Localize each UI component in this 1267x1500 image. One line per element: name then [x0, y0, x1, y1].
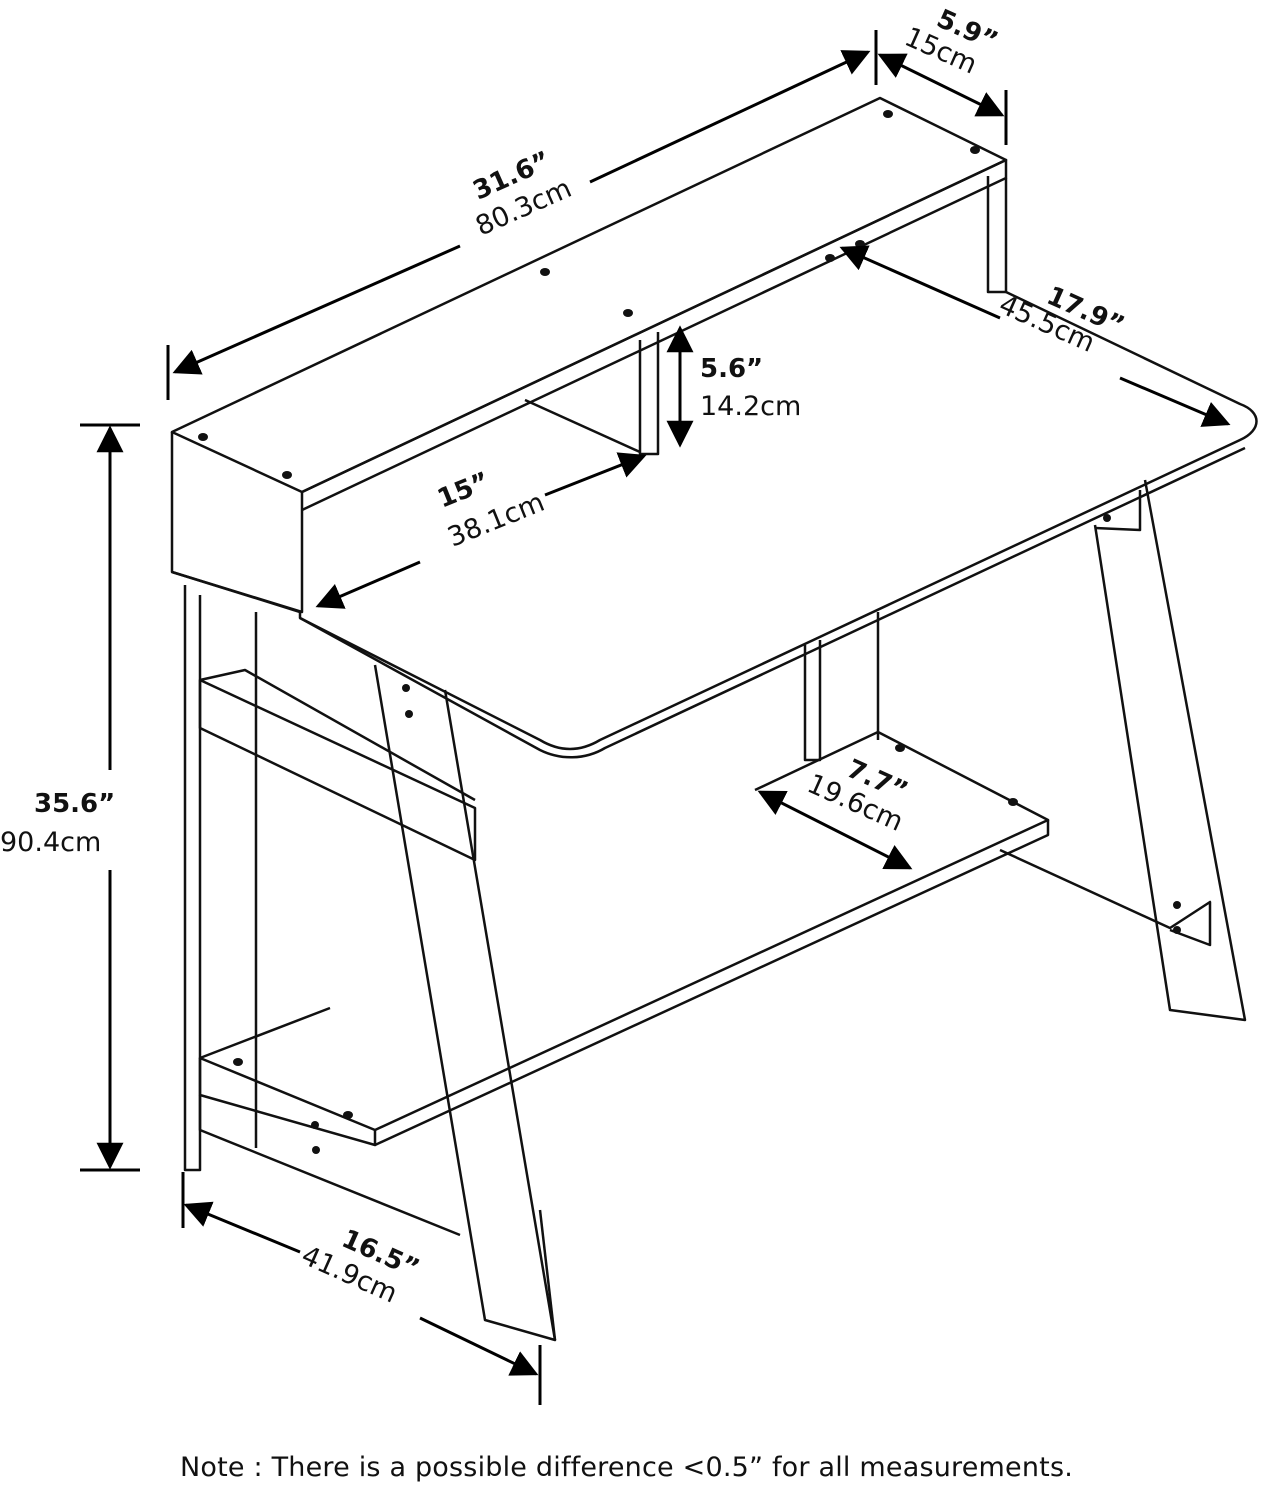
overall-height-cm: 90.4cm: [0, 827, 101, 858]
hutch-height-in: 5.6”: [700, 354, 763, 384]
screw-holes: [198, 110, 1181, 1154]
hutch-height-cm: 14.2cm: [700, 391, 801, 422]
overall-height-in: 35.6”: [34, 789, 115, 819]
measurement-note: Note : There is a possible difference <0…: [180, 1452, 1074, 1483]
hutch-top: [170, 96, 1008, 494]
desk-top: [171, 290, 1258, 751]
hutch-divider: [638, 332, 660, 456]
hutch-left-side: [170, 432, 304, 614]
desk-drawing: [170, 96, 1258, 1342]
dimension-labels: 31.6” 80.3cm 5.9” 15cm 17.9” 45.5cm 5.6”…: [0, 4, 1129, 1310]
dimension-lines: [80, 30, 1231, 1405]
hutch-right-side: [986, 176, 1008, 294]
